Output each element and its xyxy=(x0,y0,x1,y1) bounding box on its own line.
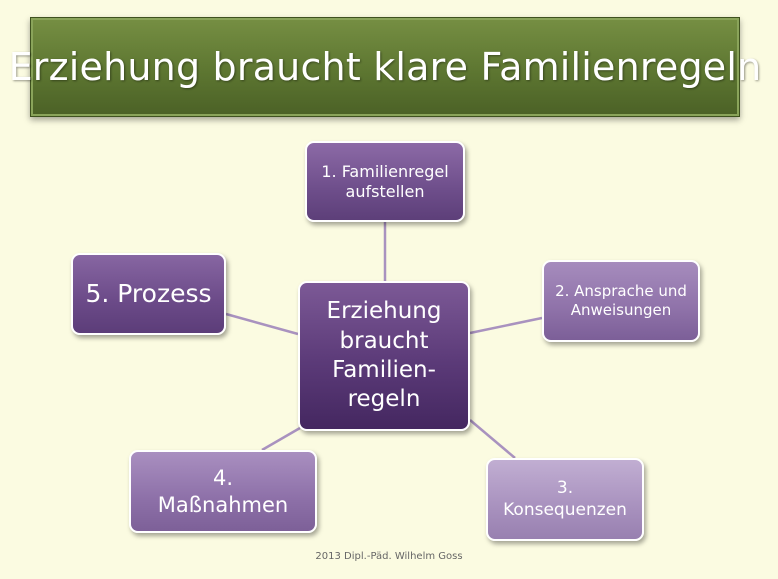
node-label: Maßnahmen xyxy=(157,492,289,517)
node-label: Anweisungen xyxy=(570,301,672,319)
center-node-line: braucht xyxy=(339,327,429,354)
node-familienregel-aufstellen: 1. Familienregel aufstellen xyxy=(305,141,465,222)
node-label: 5. Prozess xyxy=(85,279,212,309)
node-label: 4. xyxy=(212,466,234,491)
center-node-line: Familien- xyxy=(332,357,436,383)
center-node: Erziehung braucht Familien- regeln xyxy=(298,281,470,431)
node-label: 3. xyxy=(556,478,574,499)
connector-n4 xyxy=(261,426,301,452)
node-konsequenzen: 3. Konsequenzen xyxy=(486,458,644,541)
node-label: Konsequenzen xyxy=(503,499,627,520)
page-title: Erziehung braucht klare Familienregeln xyxy=(8,45,762,89)
node-label: aufstellen xyxy=(345,181,425,201)
connector-n5 xyxy=(225,312,299,336)
node-prozess: 5. Prozess xyxy=(71,253,226,335)
center-node-line: Erziehung xyxy=(326,298,442,325)
title-bar: Erziehung braucht klare Familienregeln xyxy=(9,17,761,117)
node-label: 1. Familienregel xyxy=(321,161,449,181)
connector-n2 xyxy=(469,316,543,335)
node-massnahmen: 4. Maßnahmen xyxy=(129,450,317,533)
footer-credit: 2013 Dipl.-Päd. Wilhelm Goss xyxy=(315,551,463,562)
connector-n3 xyxy=(469,419,516,459)
center-node-line: regeln xyxy=(347,386,421,413)
node-label: 2. Ansprache und xyxy=(555,282,687,301)
node-ansprache-und-anweisungen: 2. Ansprache und Anweisungen xyxy=(542,260,700,342)
